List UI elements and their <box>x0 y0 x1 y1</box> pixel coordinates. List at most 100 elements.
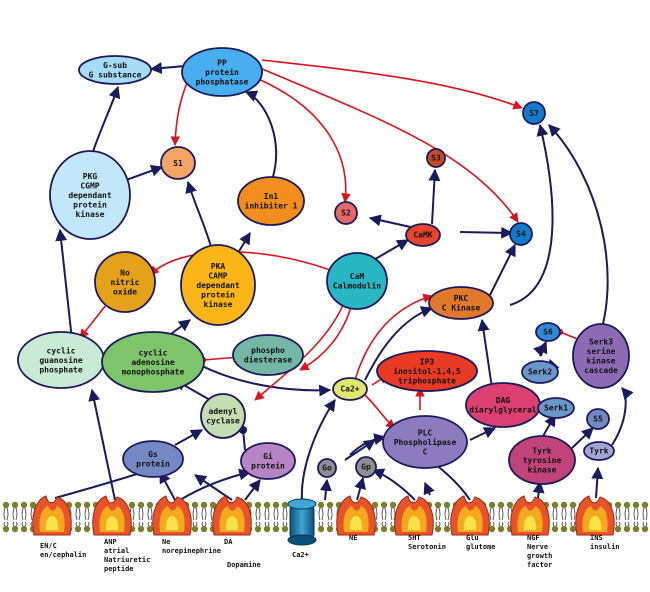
node-s2-label-0: S2 <box>341 208 351 217</box>
receptor-label-anp-3: peptide <box>104 565 134 573</box>
node-s5-shape <box>586 408 610 430</box>
lipid <box>488 501 496 533</box>
node-pp-label-2: phosphatase <box>196 77 249 86</box>
node-go-shape <box>317 458 337 478</box>
lipid <box>272 501 280 533</box>
node-pkg-label-3: protein <box>73 199 107 209</box>
node-gp-shape <box>355 456 377 478</box>
node-plc-shape <box>382 415 468 469</box>
node-camk-label-0: CaMK <box>413 230 432 239</box>
edge-plc-dag <box>469 427 497 441</box>
node-serk3-label-2: kinase <box>587 356 616 366</box>
receptor-label-enc-0: EN/C <box>40 542 57 550</box>
node-s3: S3 <box>426 148 446 168</box>
node-pka-label-2: dependant <box>196 281 240 290</box>
node-pkg-shape <box>49 150 131 240</box>
node-adcy-shape <box>200 393 246 439</box>
edge-gi-adcy <box>239 426 247 451</box>
lipid <box>2 501 10 533</box>
receptor-label-dopamine-0: Dopamine <box>227 561 261 569</box>
node-tyrk-label-1: tyrosine <box>523 455 562 465</box>
node-s4-shape <box>509 222 533 246</box>
node-serk3-shape <box>572 323 630 389</box>
edge-channel-ca <box>300 399 336 503</box>
node-s7-label-0: S7 <box>529 109 539 118</box>
receptor-label-ht-0: 5HT <box>408 534 421 542</box>
edge-no-cgmp <box>79 299 111 339</box>
node-gsub-shape <box>78 55 152 85</box>
node-no-label-1: nitric <box>111 277 140 287</box>
lipid <box>146 501 154 533</box>
edge-serk3-s7 <box>548 124 609 336</box>
node-gi-label-0: Gi <box>263 451 273 461</box>
node-pka-label-3: protein <box>201 289 235 299</box>
node-pp-label-1: protein <box>205 67 239 77</box>
edge-ne-gp <box>354 476 366 501</box>
edge-pkc-s4 <box>489 243 516 296</box>
lipid <box>263 501 271 533</box>
node-gp-label-0: Gp <box>361 462 371 471</box>
receptor-label-anp-2: Natriuretic <box>104 556 150 564</box>
node-s5: S5 <box>586 408 610 430</box>
receptor-4 <box>336 495 376 536</box>
node-plc-label-0: PLC <box>418 428 433 437</box>
edge-ne-go <box>319 478 332 501</box>
lipid <box>200 501 208 533</box>
node-pkg-label-2: dependant <box>68 191 112 200</box>
receptor-label-anp-1: atrial <box>104 547 129 555</box>
edge-tyrk2-serk3 <box>611 387 634 446</box>
node-s6-label-0: S6 <box>543 327 553 336</box>
node-pp-label-0: PP <box>217 58 227 67</box>
node-dag-label-0: DAG <box>496 396 511 405</box>
lipid <box>191 501 199 533</box>
node-pka-label-0: PKA <box>211 262 226 271</box>
node-no-label-2: oxide <box>113 286 137 296</box>
receptor-label-ins-0: INS <box>590 534 603 542</box>
lipid <box>11 501 19 533</box>
node-s1: S1 <box>160 146 196 180</box>
node-serk1-label-0: Serk1 <box>544 403 568 412</box>
node-serk2-shape <box>521 360 559 384</box>
edge-pp-s7 <box>261 59 523 110</box>
node-s1-label-0: S1 <box>173 159 183 168</box>
node-serk3-label-1: serine <box>587 346 616 356</box>
node-s3-label-0: S3 <box>431 153 441 162</box>
lipid <box>326 501 334 533</box>
edge-camp-ca <box>199 364 332 397</box>
lipid <box>614 501 622 533</box>
node-pkg-label-4: kinase <box>76 209 105 219</box>
receptor-label-ins-1: insulin <box>590 543 620 551</box>
node-tyrk-label-2: kinase <box>528 464 557 474</box>
node-s3-shape <box>426 148 446 168</box>
receptor-label-ngf-1: Nerve <box>527 543 548 551</box>
edge-ca-pkc-red <box>354 293 433 381</box>
lipid <box>623 501 631 533</box>
receptor-label-ca_channel-0: Ca2+ <box>292 551 309 559</box>
edge-pkg-gsub <box>89 85 121 161</box>
node-pde-label-0: phospho <box>251 346 285 355</box>
node-go: Go <box>317 458 337 478</box>
node-cam-shape <box>326 252 388 310</box>
node-plc-label-2: C <box>423 447 428 456</box>
edge-ca-plc <box>364 394 396 429</box>
node-cam-label-0: CaM <box>350 272 365 281</box>
edge-dag-pkc <box>477 318 493 389</box>
node-pkc-label-1: C Kinase <box>442 303 481 313</box>
lipid <box>569 501 577 533</box>
node-s7: S7 <box>522 101 546 125</box>
node-serk1-shape <box>537 397 575 419</box>
receptor-6 <box>450 495 490 536</box>
